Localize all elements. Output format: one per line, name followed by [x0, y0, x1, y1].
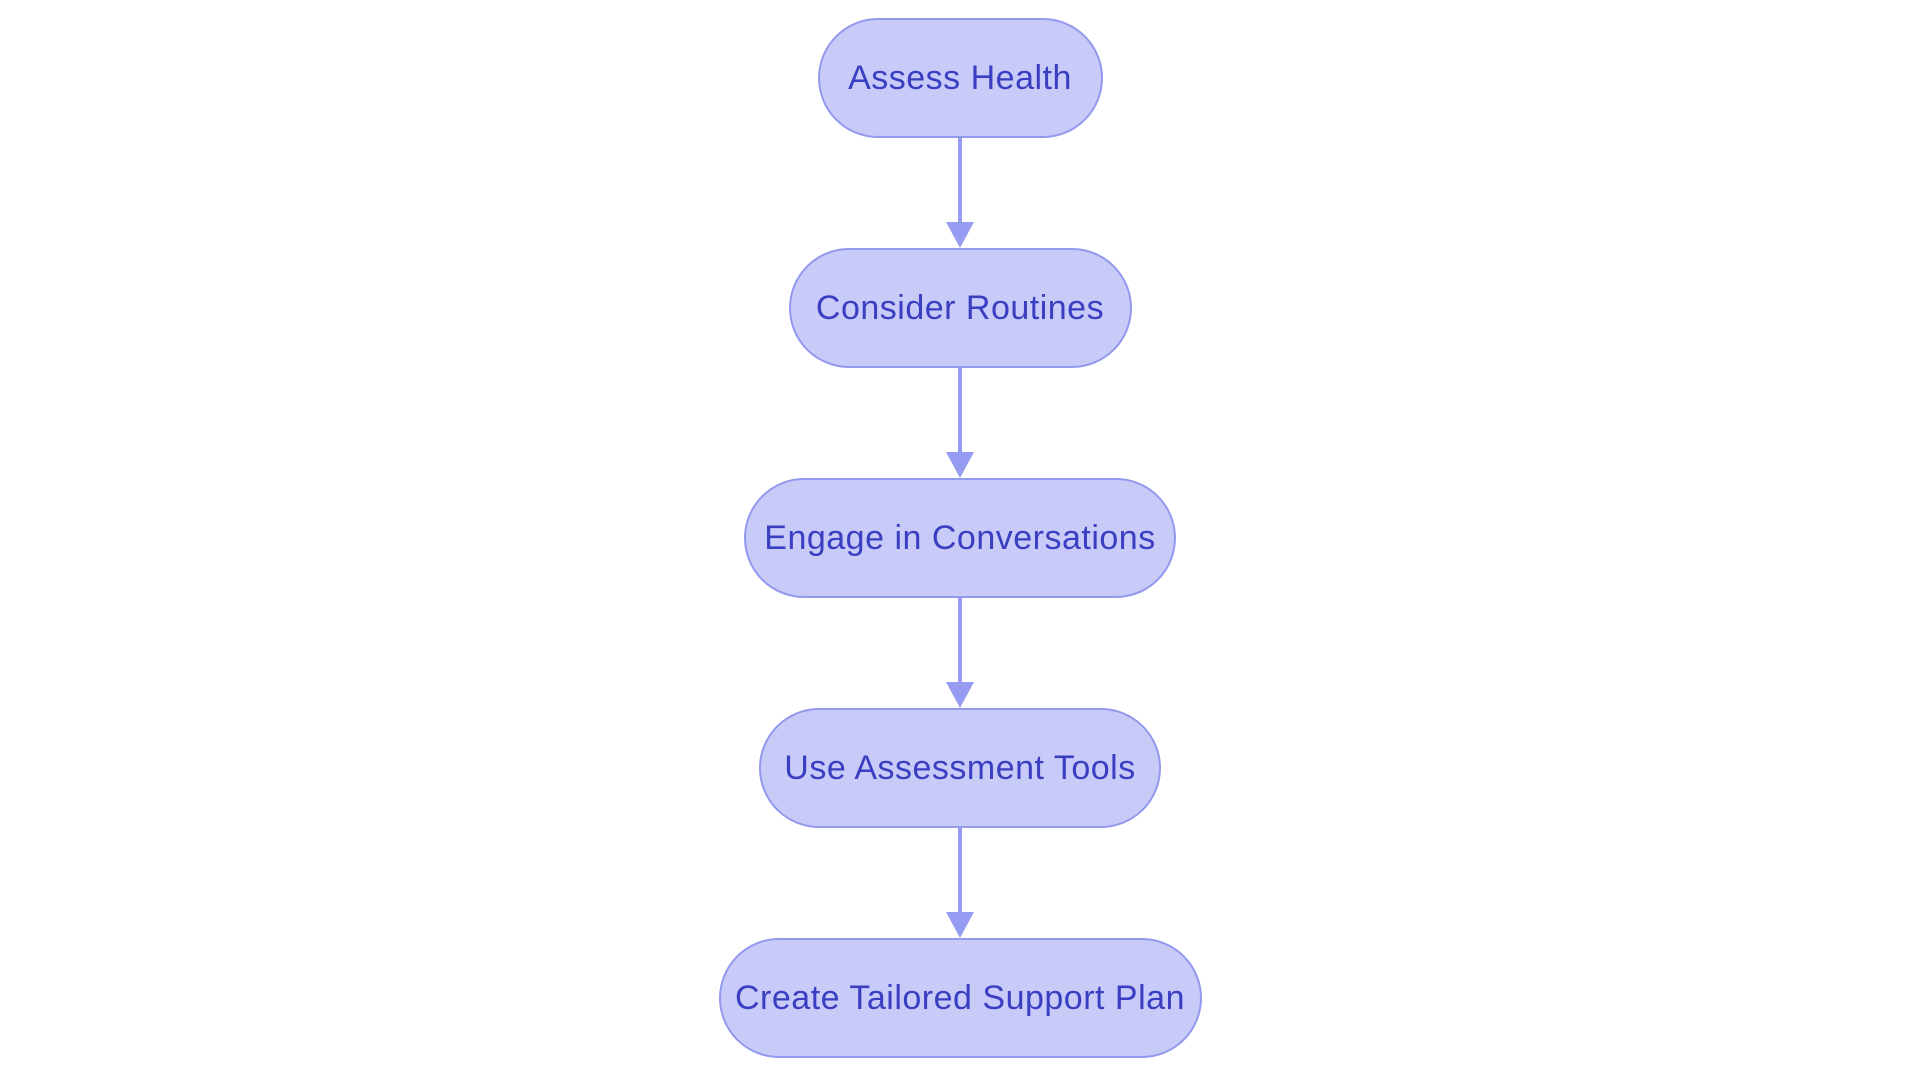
flowchart-node-engage-in-conversations: Engage in Conversations: [744, 478, 1176, 598]
flowchart-node-use-assessment-tools: Use Assessment Tools: [759, 708, 1161, 828]
arrow-line: [958, 138, 962, 222]
flow-arrow-4: [945, 828, 975, 938]
node-label-use-assessment-tools: Use Assessment Tools: [784, 748, 1136, 787]
flow-arrow-1: [945, 138, 975, 248]
flowchart-node-create-tailored-support-plan: Create Tailored Support Plan: [718, 938, 1202, 1058]
flow-arrow-2: [945, 368, 975, 478]
arrow-line: [958, 598, 962, 682]
node-label-create-tailored-support-plan: Create Tailored Support Plan: [735, 978, 1185, 1017]
flowchart-node-assess-health: Assess Health: [817, 18, 1103, 138]
node-label-consider-routines: Consider Routines: [815, 288, 1105, 327]
flowchart-column: Assess Health Consider Routines Engage i…: [0, 18, 1920, 1058]
arrow-line: [958, 828, 962, 912]
node-label-assess-health: Assess Health: [848, 58, 1072, 97]
node-label-engage-in-conversations: Engage in Conversations: [764, 518, 1156, 557]
arrow-head-icon: [946, 222, 974, 248]
flow-arrow-3: [945, 598, 975, 708]
flowchart-node-consider-routines: Consider Routines: [788, 248, 1132, 368]
arrow-head-icon: [946, 452, 974, 478]
arrow-line: [958, 368, 962, 452]
arrow-head-icon: [946, 682, 974, 708]
arrow-head-icon: [946, 912, 974, 938]
